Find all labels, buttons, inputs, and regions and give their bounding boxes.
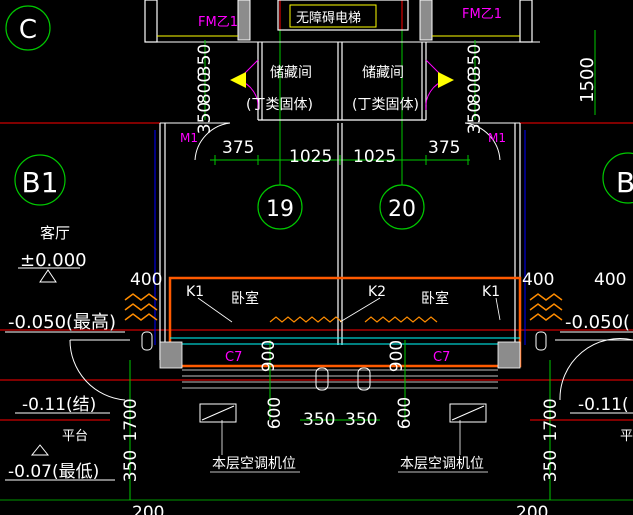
dim-800-right: 800	[465, 72, 485, 104]
ac-vents-side	[124, 293, 563, 321]
dim-350-low-right: 350	[465, 102, 485, 134]
fire-door-label-right: FM乙1	[462, 7, 502, 22]
m1-doors	[160, 122, 520, 161]
k2-label: K2	[368, 284, 386, 300]
grid-bubble-b1-right: B	[602, 152, 633, 204]
dim-200-left: 200	[132, 503, 164, 515]
leader-lines	[197, 297, 501, 455]
highlight-box	[168, 276, 522, 368]
fire-door-label-left: FM乙1	[198, 15, 238, 30]
dimension-lines-bottom	[129, 340, 551, 500]
svg-text:B: B	[616, 166, 633, 199]
dim-1700-right: 1700	[541, 398, 561, 441]
dim-350-top-left: 350	[195, 44, 215, 76]
ac-label-left: 本层空调机位	[212, 456, 296, 472]
bedroom-right: 卧室	[421, 290, 449, 307]
grid-bubble-c: C	[5, 5, 51, 51]
storage-right-label: 储藏间	[362, 65, 404, 81]
m1-label-left: M1	[180, 131, 198, 145]
dim-400-far-right: 400	[594, 270, 626, 290]
axis-lines	[0, 0, 633, 421]
ac-label-right: 本层空调机位	[400, 456, 484, 472]
level-left-011: -0.11(结)	[22, 395, 96, 415]
storage-right-sublabel: (丁类固体)	[352, 97, 419, 113]
door-arc-right	[555, 338, 633, 401]
grid-bubble-19: 19	[257, 30, 303, 230]
dim-200-right: 200	[516, 503, 548, 515]
dim-1025-left: 1025	[289, 147, 332, 167]
storage-vent-icons	[230, 72, 454, 88]
m1-label-right: M1	[488, 131, 506, 145]
storage-left-sublabel: (丁类固体)	[246, 97, 313, 113]
living-room-label: 客厅	[40, 224, 70, 242]
grid-bubble-20: 20	[379, 30, 425, 230]
k1-right: K1	[482, 284, 500, 300]
level-left-low: -0.07(最低)	[8, 462, 99, 482]
dim-350-bl: 350	[121, 450, 141, 482]
dim-600-left: 600	[265, 397, 285, 429]
svg-text:C: C	[19, 15, 37, 45]
room-walls	[159, 123, 521, 360]
dim-350-br: 350	[541, 450, 561, 482]
c7-left: C7	[225, 350, 242, 365]
c7-right: C7	[433, 350, 450, 365]
dim-900-right: 900	[387, 340, 407, 372]
dim-400-left: 400	[130, 270, 162, 290]
dim-375-right: 375	[428, 138, 460, 158]
elevator-label: 无障碍电梯	[296, 11, 361, 26]
section-gray-blocks	[159, 341, 521, 369]
dim-800-left: 800	[195, 72, 215, 104]
level-right-high: -0.050(	[565, 312, 630, 333]
dim-375-left: 375	[222, 138, 254, 158]
dim-900-left: 900	[259, 340, 279, 372]
platform-right: 平	[620, 429, 633, 444]
dim-600-right: 600	[395, 397, 415, 429]
level-right-011: -0.11(	[578, 395, 629, 415]
dim-350-bottom-left: 350	[303, 410, 335, 430]
svg-text:19: 19	[266, 197, 294, 222]
window-sill-lines	[182, 369, 498, 389]
ac-units	[199, 403, 487, 423]
svg-text:20: 20	[388, 197, 416, 222]
dim-350-bottom-right: 350	[345, 410, 377, 430]
dimension-lines-top	[204, 30, 596, 165]
dim-400-right: 400	[522, 270, 554, 290]
dim-350-top-right: 350	[465, 44, 485, 76]
window-cyan-lines	[170, 337, 520, 345]
downpipes	[141, 331, 547, 391]
grid-bubble-b1: B1	[14, 154, 66, 206]
dim-1500: 1500	[577, 57, 598, 103]
ac-hatch-center	[269, 316, 438, 323]
storage-left-label: 储藏间	[270, 65, 312, 81]
bedroom-left: 卧室	[231, 290, 259, 307]
level-left-high: -0.050(最高)	[8, 312, 116, 333]
dim-1700-left: 1700	[121, 398, 141, 441]
platform-left: 平台	[62, 429, 88, 444]
dim-1025-right: 1025	[353, 147, 396, 167]
level-pm0: ±0.000	[20, 250, 87, 271]
door-arc-left	[69, 339, 130, 401]
svg-text:B1: B1	[21, 166, 58, 199]
k1-left: K1	[186, 284, 204, 300]
dim-350-low-left: 350	[195, 102, 215, 134]
